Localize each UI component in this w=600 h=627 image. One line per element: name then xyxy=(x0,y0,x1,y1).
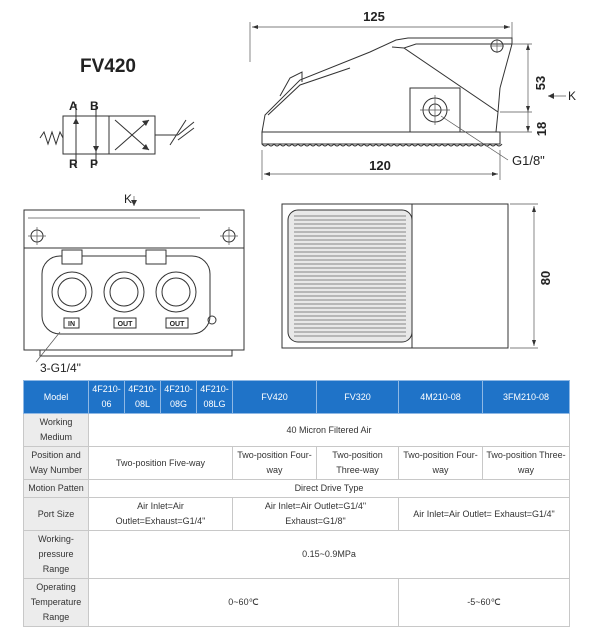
front-view-drawing xyxy=(23,196,245,363)
valve-symbol xyxy=(39,104,195,166)
port-a-label: A xyxy=(69,99,78,113)
table-row: Working Medium 40 Micron Filtered Air xyxy=(23,413,570,447)
k-label: K xyxy=(568,89,576,103)
cell: Two-position Three-way xyxy=(316,446,399,480)
row-label: Working-pressure Range xyxy=(23,530,89,579)
cell: Direct Drive Type xyxy=(88,479,570,498)
cell: Two-position Five-way xyxy=(88,446,233,480)
table-row: Motion Patten Direct Drive Type xyxy=(23,479,570,498)
row-label: Working Medium xyxy=(23,413,89,447)
top-view-drawing xyxy=(281,203,538,349)
table-row: Position and Way Number Two-position Fiv… xyxy=(23,446,570,480)
cell: Two-position Three-way xyxy=(482,446,570,480)
dim-port-height: 18 xyxy=(534,122,549,136)
cell: -5~60℃ xyxy=(398,578,570,627)
cell: 40 Micron Filtered Air xyxy=(88,413,570,447)
spec-table: Model 4F210-06 4F210-08L 4F210-08G 4F210… xyxy=(23,380,570,627)
cell: 0.15~0.9MPa xyxy=(88,530,570,579)
row-label: Motion Patten xyxy=(23,479,89,498)
row-label: Operating Temperature Range xyxy=(23,578,89,627)
header-col: 4F210-06 xyxy=(88,380,125,414)
dim-top-width: 125 xyxy=(363,9,385,24)
header-col: FV320 xyxy=(316,380,399,414)
side-view-drawing xyxy=(249,22,566,180)
header-col: 4M210-08 xyxy=(398,380,483,414)
cell: Air Inlet=Air Outlet= Exhaust=G1/4" xyxy=(398,497,570,531)
header-col: 4F210-08L xyxy=(124,380,161,414)
cell: Two-position Four-way xyxy=(232,446,317,480)
front-ports-label: 3-G1/4" xyxy=(40,361,81,375)
dim-port-thread: G1/8" xyxy=(512,153,545,168)
port-b-label: B xyxy=(90,99,99,113)
header-col: 4F210-08LG xyxy=(196,380,233,414)
dim-depth: 80 xyxy=(538,271,553,285)
dim-bottom-width: 120 xyxy=(369,158,391,173)
row-label: Port Size xyxy=(23,497,89,531)
table-header-row: Model 4F210-06 4F210-08L 4F210-08G 4F210… xyxy=(23,380,570,414)
table-row: Operating Temperature Range 0~60℃ -5~60℃ xyxy=(23,578,570,627)
header-col: 4F210-08G xyxy=(160,380,197,414)
front-port-in-label: IN xyxy=(68,321,75,328)
cell: 0~60℃ xyxy=(88,578,399,627)
table-row: Port Size Air Inlet=Air Outlet=Exhaust=G… xyxy=(23,497,570,531)
cell: Two-position Four-way xyxy=(398,446,483,480)
cell: Air Inlet=Air Outlet=G1/4" Exhaust=G1/8" xyxy=(232,497,399,531)
header-model: Model xyxy=(23,380,89,414)
header-col: 3FM210-08 xyxy=(482,380,570,414)
k-arrow-label: K xyxy=(124,192,132,206)
front-port-out-label: OUT xyxy=(118,321,134,328)
dim-height: 53 xyxy=(533,76,548,90)
table-row: Working-pressure Range 0.15~0.9MPa xyxy=(23,530,570,579)
front-port-out-label: OUT xyxy=(170,321,186,328)
row-label: Position and Way Number xyxy=(23,446,89,480)
cell: Air Inlet=Air Outlet=Exhaust=G1/4" xyxy=(88,497,233,531)
header-col: FV420 xyxy=(232,380,317,414)
technical-drawings: FV420 A B R P xyxy=(23,9,576,375)
port-p-label: P xyxy=(90,157,98,171)
port-r-label: R xyxy=(69,157,78,171)
model-title: FV420 xyxy=(80,56,136,77)
